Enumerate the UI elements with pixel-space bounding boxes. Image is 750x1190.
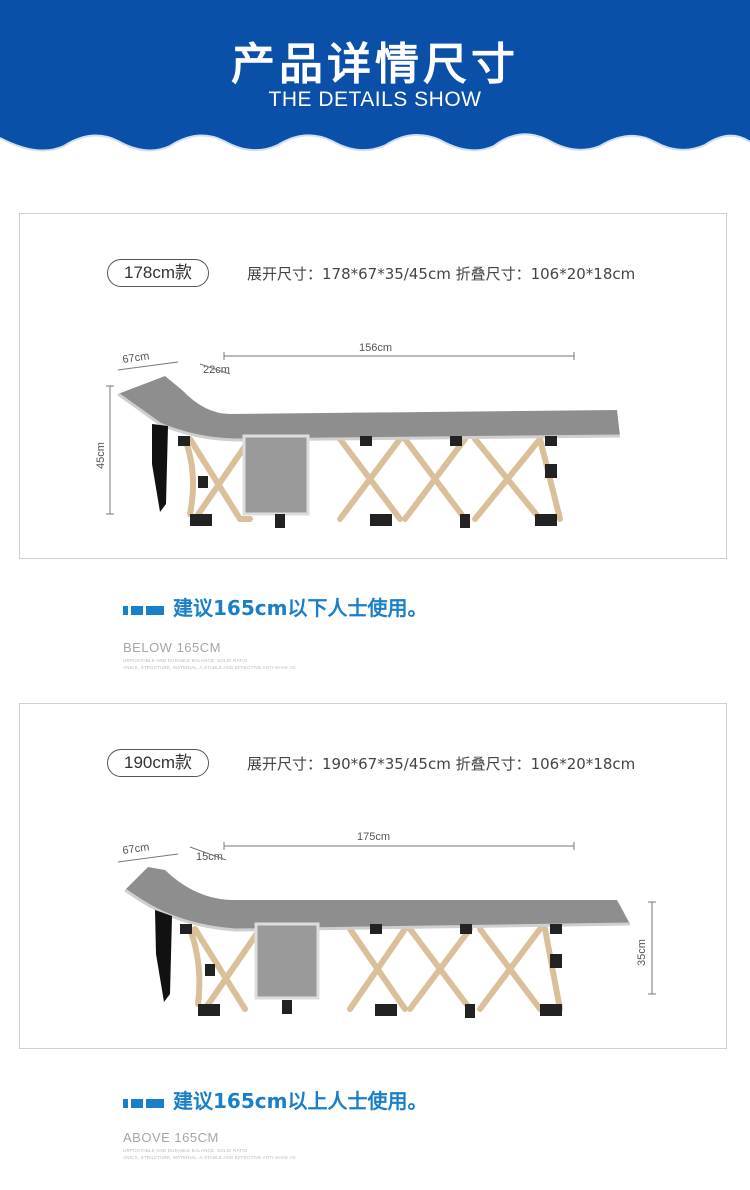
accent-bar-icon — [123, 606, 164, 615]
recommendation-text: 建议165cm以上人士使用。 — [173, 1089, 428, 1113]
head-label: 15cm — [196, 851, 223, 863]
fine-print-line: ANICS, STRUCTURE, MATERIAL, A STABLE AND… — [123, 665, 297, 670]
page-subtitle: THE DETAILS SHOW — [268, 88, 482, 111]
english-caption: BELOW 165CM — [123, 640, 221, 655]
height-label: 35cm — [636, 939, 648, 966]
wave-banner-bg — [0, 0, 750, 152]
product-panel-190: 190cm款 展开尺寸：190*67*35/45cm 折叠尺寸：106*20*1… — [19, 703, 727, 1049]
recommendation-2: 建议165cm以上人士使用。 — [123, 1085, 743, 1125]
page-title: 产品详情尺寸 — [231, 39, 519, 90]
fine-print-line: URPOSTABLE AND DURABLE BALANCE, SOLID RA… — [123, 1148, 248, 1153]
length-label: 156cm — [359, 342, 392, 354]
header-banner: 产品详情尺寸 THE DETAILS SHOW — [0, 0, 750, 160]
size-badge: 178cm款 — [107, 259, 209, 287]
product-panel-178: 178cm款 展开尺寸：178*67*35/45cm 折叠尺寸：106*20*1… — [19, 213, 727, 559]
width-label: 67cm — [122, 841, 150, 857]
size-badge: 190cm款 — [107, 749, 209, 777]
accent-bar-icon — [123, 1099, 164, 1108]
fine-print-line: ANICS, STRUCTURE, MATERIAL, A STABLE AND… — [123, 1155, 297, 1160]
cot-diagram: 67cm 22cm 156cm 45cm — [95, 342, 621, 528]
cot-diagram: 67cm 15cm 175cm 35cm — [117, 831, 656, 1018]
height-label: 45cm — [95, 442, 107, 469]
length-label: 175cm — [357, 831, 390, 843]
recommendation-text: 建议165cm以下人士使用。 — [173, 596, 428, 620]
size-specs: 展开尺寸：190*67*35/45cm 折叠尺寸：106*20*18cm — [247, 755, 636, 773]
english-caption: ABOVE 165CM — [123, 1130, 219, 1145]
recommendation-1: 建议165cm以下人士使用。 — [123, 592, 743, 632]
width-label: 67cm — [122, 350, 150, 366]
size-specs: 展开尺寸：178*67*35/45cm 折叠尺寸：106*20*18cm — [247, 265, 636, 283]
fine-print-line: URPOSTABLE AND DURABLE BALANCE, SOLID RA… — [123, 658, 248, 663]
